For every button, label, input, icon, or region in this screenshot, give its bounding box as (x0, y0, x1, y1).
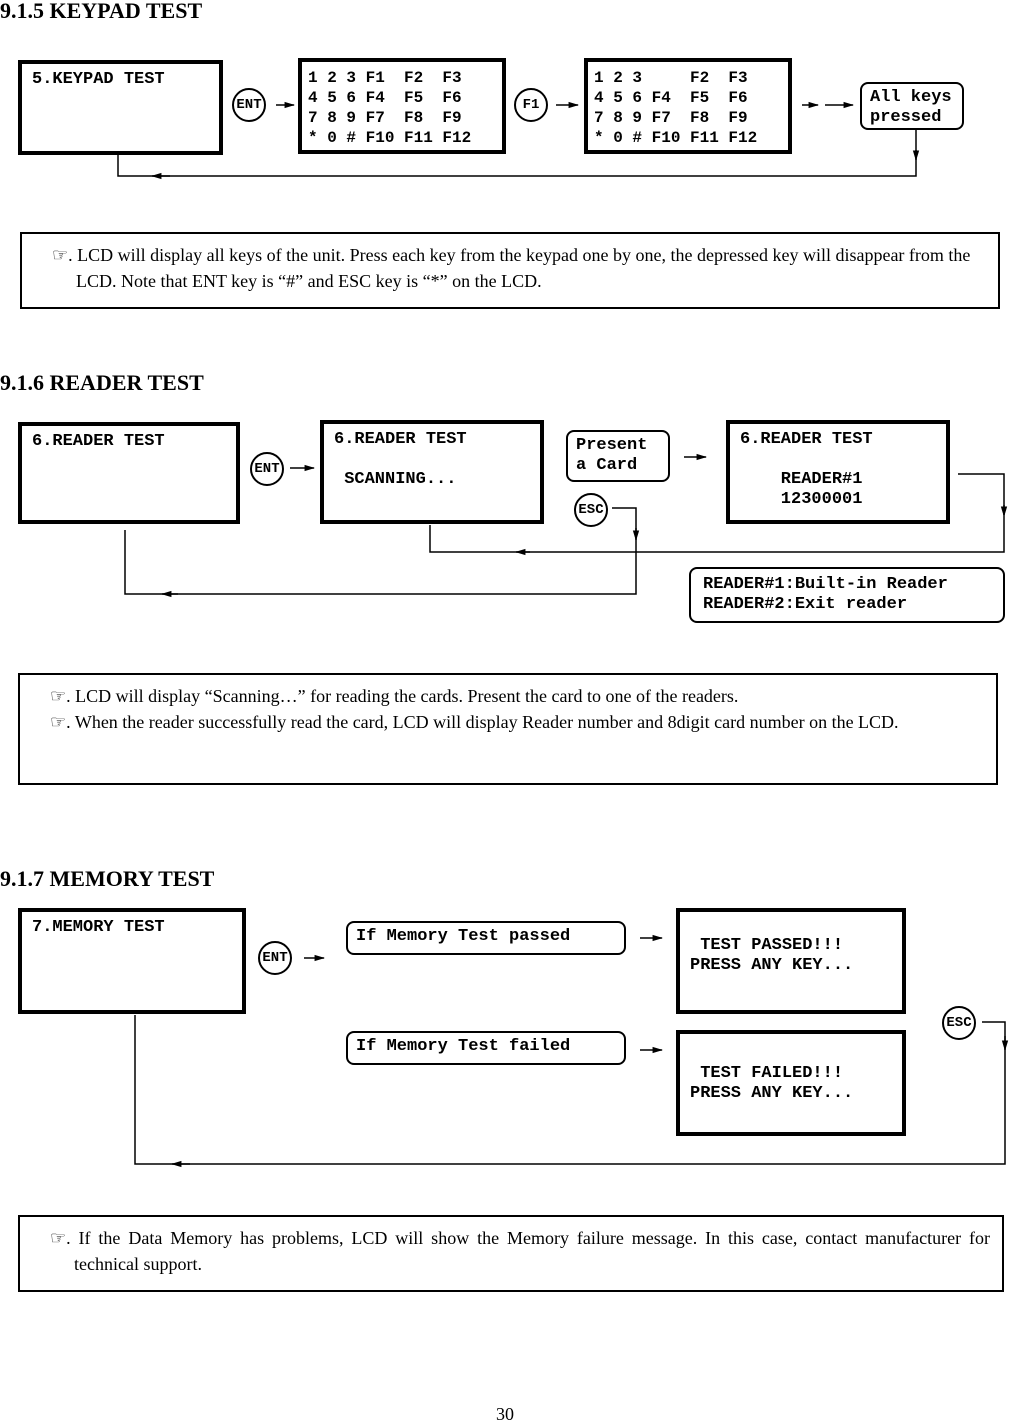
esc-key-icon: ESC (942, 1006, 976, 1040)
ent-key-icon: ENT (232, 88, 266, 122)
return-line (134, 1015, 1006, 1165)
present-card-label: Present a Card (566, 430, 670, 482)
connector-line (958, 473, 1005, 515)
lcd-reader-result: 6.READER TEST READER#1 12300001 (726, 420, 950, 524)
lcd-memory-menu: 7.MEMORY TEST (18, 908, 246, 1014)
section-heading-reader-test: 9.1.6 READER TEST (0, 370, 204, 395)
f1-key-icon: F1 (514, 88, 548, 122)
section-heading-memory-test: 9.1.7 MEMORY TEST (0, 866, 215, 891)
memory-passed-label: If Memory Test passed (346, 921, 626, 955)
memory-note: ☞. If the Data Memory has problems, LCD … (50, 1228, 990, 1274)
lcd-reader-menu: 6.READER TEST (18, 422, 240, 524)
memory-note-box: ☞. If the Data Memory has problems, LCD … (18, 1215, 1004, 1292)
section-heading-keypad-test: 9.1.5 KEYPAD TEST (0, 0, 203, 23)
reader-note-2: ☞. When the reader successfully read the… (50, 712, 899, 732)
lcd-memory-passed: TEST PASSED!!! PRESS ANY KEY... (676, 908, 906, 1014)
all-keys-pressed-label: All keys pressed (860, 82, 964, 130)
keypad-note-box: ☞. LCD will display all keys of the unit… (20, 232, 1000, 309)
lcd-keypad-menu: 5.KEYPAD TEST (18, 60, 223, 155)
page-number: 30 (496, 1404, 514, 1424)
ent-key-icon: ENT (258, 941, 292, 975)
return-line (124, 507, 637, 595)
ent-key-icon: ENT (250, 452, 284, 486)
lcd-all-keys: 1 2 3 F1 F2 F3 4 5 6 F4 F5 F6 7 8 9 F7 F… (298, 58, 506, 154)
keypad-note: ☞. LCD will display all keys of the unit… (52, 245, 971, 291)
return-line (117, 128, 917, 177)
reader-note-box: ☞. LCD will display “Scanning…” for read… (18, 673, 998, 785)
memory-failed-label: If Memory Test failed (346, 1031, 626, 1065)
reader-note-1: ☞. LCD will display “Scanning…” for read… (50, 686, 739, 706)
lcd-keys-after-f1: 1 2 3 F2 F3 4 5 6 F4 F5 F6 7 8 9 F7 F8 F… (584, 58, 792, 154)
reader-list-label: READER#1:Built-in Reader READER#2:Exit r… (689, 567, 1005, 623)
lcd-reader-scanning: 6.READER TEST SCANNING... (320, 420, 544, 524)
return-line (429, 516, 1005, 553)
esc-key-icon: ESC (574, 493, 608, 527)
lcd-memory-failed: TEST FAILED!!! PRESS ANY KEY... (676, 1030, 906, 1136)
